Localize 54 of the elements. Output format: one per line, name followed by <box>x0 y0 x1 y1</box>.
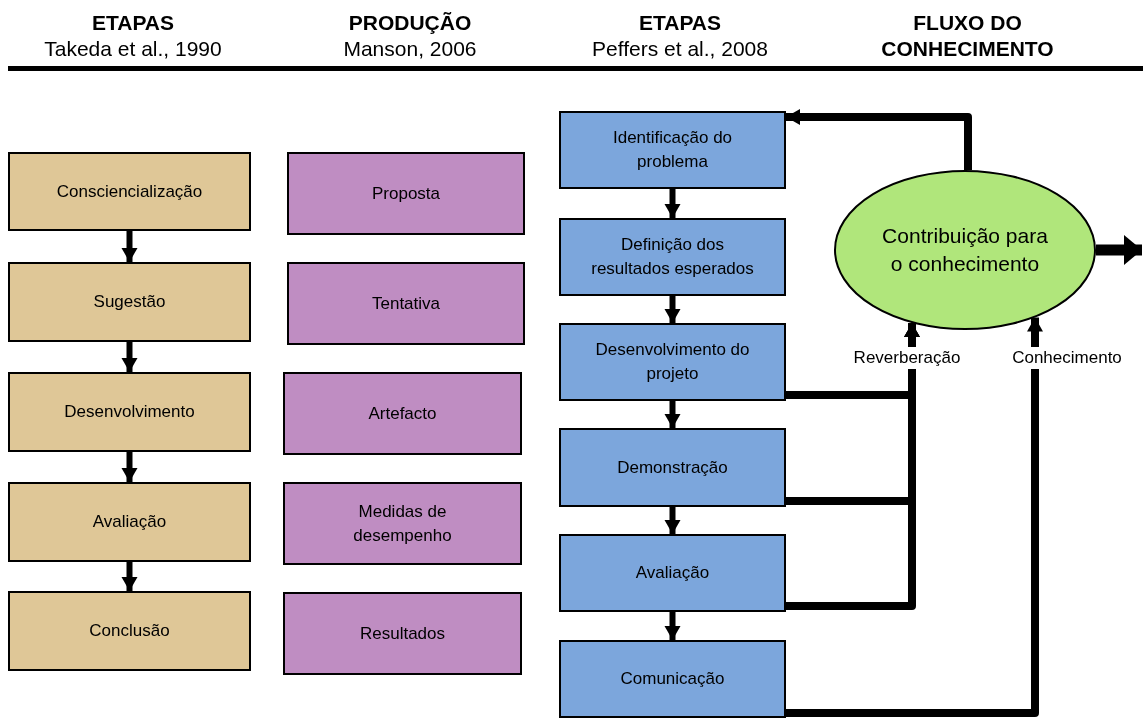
step-label: Medidas de desempenho <box>352 500 453 547</box>
column-citation: Manson, 2006 <box>343 36 477 62</box>
arrow <box>664 401 681 428</box>
arrow <box>664 189 681 218</box>
arrow <box>121 562 138 591</box>
step-box <box>559 428 786 507</box>
step-label: Proposta <box>370 182 441 205</box>
arrow <box>786 323 920 610</box>
arrow <box>664 296 681 323</box>
step-label: Definição dos resultados esperados <box>590 234 755 280</box>
step-box <box>287 262 525 345</box>
step-label: Consciencialização <box>55 180 204 203</box>
step-box <box>283 592 522 675</box>
step-label: Sugestão <box>92 291 167 313</box>
step-label: Demonstração <box>616 456 729 479</box>
arrow <box>121 342 138 372</box>
arrow <box>664 507 681 534</box>
step-box <box>559 640 786 718</box>
step-label: Identificação do problema <box>611 127 734 173</box>
step-label: Avaliação <box>634 562 711 584</box>
step-box <box>287 152 525 235</box>
step-box <box>559 323 786 401</box>
step-box <box>8 482 251 562</box>
step-box <box>8 591 251 671</box>
column-heading: FLUXO DO CONHECIMENTO <box>880 10 1055 62</box>
column-citation: Takeda et al., 1990 <box>44 36 222 62</box>
step-label: Desenvolvimento <box>63 401 196 423</box>
column-heading: PRODUÇÃO <box>348 10 472 36</box>
step-label: Desenvolvimento do projeto <box>594 339 751 385</box>
arrow <box>121 452 138 482</box>
step-label: Artefacto <box>367 402 438 425</box>
step-box <box>559 218 786 296</box>
step-label: Avaliação <box>91 511 168 533</box>
step-box <box>8 372 251 452</box>
arrow <box>1096 235 1142 265</box>
column-heading: ETAPAS <box>91 10 175 36</box>
step-box <box>559 534 786 612</box>
outcome-ellipse <box>834 170 1096 330</box>
step-label: Comunicação <box>619 668 726 690</box>
step-box <box>8 152 251 231</box>
column-heading: ETAPAS <box>638 10 722 36</box>
step-box <box>283 482 522 565</box>
step-label: Tentativa <box>370 292 441 315</box>
arrow <box>664 612 681 640</box>
step-label: Conclusão <box>88 620 171 642</box>
arrow <box>786 109 972 170</box>
step-box <box>559 111 786 189</box>
step-box <box>283 372 522 455</box>
arrow <box>121 231 138 262</box>
ellipse-label: Contribuição para o conhecimento <box>881 223 1049 277</box>
arrow <box>786 317 1043 717</box>
step-label: Resultados <box>358 622 447 645</box>
step-box <box>8 262 251 342</box>
column-citation: Peffers et al., 2008 <box>592 36 768 62</box>
